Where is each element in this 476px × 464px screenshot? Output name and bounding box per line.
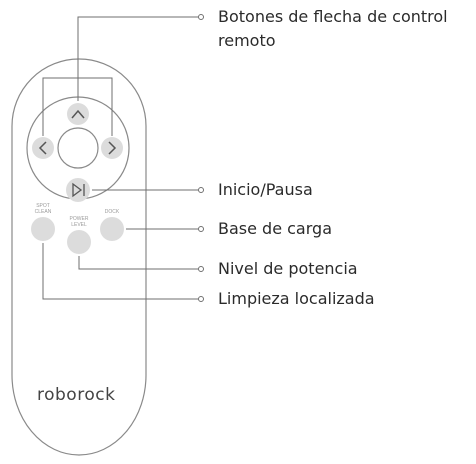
start-pause-button[interactable] (66, 178, 90, 202)
marker-power (198, 266, 204, 272)
brand-logo: roborock (37, 385, 116, 405)
spot-label-2: CLEAN (35, 209, 52, 215)
callout-dock: Base de carga (218, 219, 332, 238)
play-pause-icon (72, 182, 85, 198)
marker-start-pause (198, 187, 204, 193)
marker-dock (198, 226, 204, 232)
leader-arrows (42, 16, 198, 136)
callout-spot: Limpieza localizada (218, 289, 375, 308)
left-arrow-button[interactable] (32, 137, 54, 159)
power-label-2: LEVEL (71, 222, 87, 228)
marker-spot (198, 296, 204, 302)
chevron-right-icon (108, 141, 117, 155)
dock-label: DOCK (105, 209, 120, 215)
right-arrow-button[interactable] (101, 137, 123, 159)
power-label-1: POWER (70, 216, 89, 222)
callout-arrows-line2: remoto (218, 31, 276, 50)
dpad-center (57, 127, 99, 169)
dock-button[interactable] (100, 217, 124, 241)
spot-label-1: SPOT (36, 203, 50, 209)
power-level-button[interactable] (67, 230, 91, 254)
leader-spot (42, 243, 198, 300)
chevron-left-icon (38, 141, 47, 155)
chevron-up-icon (71, 109, 85, 119)
callout-power: Nivel de potencia (218, 259, 358, 278)
leader-power (78, 256, 198, 270)
up-arrow-button[interactable] (67, 103, 89, 125)
marker-arrows (198, 14, 204, 20)
callout-start-pause: Inicio/Pausa (218, 180, 313, 199)
spot-clean-button[interactable] (31, 217, 55, 241)
callout-arrows-line1: Botones de flecha de control (218, 7, 448, 26)
